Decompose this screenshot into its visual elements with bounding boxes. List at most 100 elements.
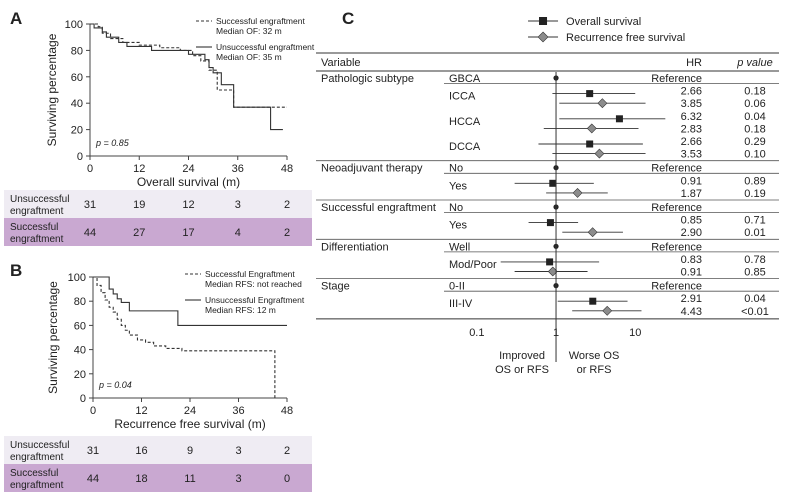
x-tick-label: 12 [135, 405, 147, 417]
p-value: 0.29 [744, 136, 765, 148]
legend-sublabel: Median RFS: 12 m [205, 305, 276, 315]
risk-count: 3 [235, 199, 241, 211]
legend-sublabel: Median RFS: not reached [205, 279, 302, 289]
level-label: ICCA [449, 91, 476, 103]
p-value: 0.10 [744, 149, 765, 161]
risk-count: 16 [135, 445, 147, 457]
risk-count: 12 [182, 199, 194, 211]
hr-value: 3.85 [681, 98, 702, 110]
group-label: Neoadjuvant therapy [321, 163, 423, 175]
p-value: 0.01 [744, 227, 765, 239]
hr-diamond-marker [587, 227, 598, 238]
risk-row-label: engraftment [10, 234, 64, 245]
hr-value: 0.85 [681, 215, 702, 227]
risk-count: 4 [235, 227, 241, 239]
hr-value: 4.43 [681, 306, 702, 318]
p-value: 0.04 [744, 293, 765, 305]
hr-value: Reference [651, 163, 702, 175]
legend-diamond-marker [537, 31, 549, 43]
level-label: III-IV [449, 298, 473, 310]
risk-row-bg [4, 464, 312, 492]
group-label: Differentiation [321, 241, 389, 253]
km-curve-solid [90, 23, 283, 131]
x-tick-label: 24 [184, 405, 196, 417]
risk-count: 9 [187, 445, 193, 457]
risk-count: 0 [284, 473, 290, 485]
risk-count: 17 [182, 227, 194, 239]
risk-row-bg [4, 436, 312, 464]
hr-square-marker [589, 297, 597, 305]
p-value: 0.71 [744, 215, 765, 227]
risk-count: 44 [84, 227, 96, 239]
risk-count: 44 [87, 473, 99, 485]
risk-row-label: Successful [10, 222, 58, 233]
hr-square-marker [546, 258, 554, 266]
hr-value: 3.53 [681, 149, 702, 161]
risk-count: 3 [235, 473, 241, 485]
risk-count: 11 [184, 473, 195, 485]
x-tick-label: 0.1 [469, 327, 484, 339]
x-tick-label: 0 [87, 163, 93, 175]
y-tick-label: 60 [74, 320, 86, 332]
risk-count: 2 [284, 227, 290, 239]
header-pvalue: p value [736, 57, 772, 69]
hr-value: Reference [651, 202, 702, 214]
p-value: 0.85 [744, 267, 765, 279]
hr-diamond-marker [572, 187, 583, 198]
x-tick-label: 48 [281, 405, 293, 417]
hr-diamond-marker [602, 305, 613, 316]
hr-value: 2.83 [681, 123, 702, 135]
hr-value: Reference [651, 241, 702, 253]
y-tick-label: 0 [80, 393, 86, 405]
p-value: 0.18 [744, 123, 765, 135]
x-tick-label: 12 [133, 163, 145, 175]
group-label: Successful engraftment [321, 202, 436, 214]
annotation-improved: OS or RFS [495, 364, 549, 376]
header-variable: Variable [321, 57, 361, 69]
x-tick-label: 0 [90, 405, 96, 417]
risk-row-label: engraftment [10, 206, 64, 217]
risk-count: 3 [235, 445, 241, 457]
y-tick-label: 40 [74, 345, 86, 357]
km-curve-solid [93, 276, 287, 326]
risk-row-bg [4, 218, 312, 246]
risk-count: 31 [84, 199, 96, 211]
risk-count: 2 [284, 445, 290, 457]
risk-count: 19 [133, 199, 145, 211]
hr-value: Reference [651, 73, 702, 85]
legend-label: Successful Engraftment [205, 269, 295, 279]
hr-value: 1.87 [681, 188, 702, 200]
group-label: Pathologic subtype [321, 73, 414, 85]
hr-value: Reference [651, 281, 702, 293]
level-label: GBCA [449, 73, 481, 85]
legend-sublabel: Median OF: 32 m [216, 26, 282, 36]
risk-row-label: Unsuccessful [10, 440, 69, 451]
risk-count: 2 [284, 199, 290, 211]
risk-row-label: engraftment [10, 480, 64, 491]
group-label: Stage [321, 281, 350, 293]
level-label: DCCA [449, 141, 481, 153]
y-tick-label: 80 [71, 45, 83, 57]
level-label: Well [449, 241, 470, 253]
hr-square-marker [615, 115, 623, 123]
level-label: Yes [449, 180, 467, 192]
hr-value: 2.66 [681, 86, 702, 98]
hr-value: 2.66 [681, 136, 702, 148]
risk-row-bg [4, 190, 312, 218]
legend-label: Overall survival [566, 16, 641, 28]
panel-a-letter: A [10, 9, 22, 28]
hr-value: 0.91 [681, 175, 702, 187]
level-label: No [449, 163, 463, 175]
km-curve-dashed [90, 23, 287, 108]
x-tick-label: 1 [553, 327, 559, 339]
annotation-worse: Worse OS [569, 350, 620, 362]
legend-sublabel: Median OF: 35 m [216, 52, 282, 62]
risk-count: 27 [133, 227, 145, 239]
level-label: Mod/Poor [449, 259, 497, 271]
p-value: 0.78 [744, 254, 765, 266]
hr-square-marker [549, 179, 557, 187]
hr-value: 0.91 [681, 267, 702, 279]
